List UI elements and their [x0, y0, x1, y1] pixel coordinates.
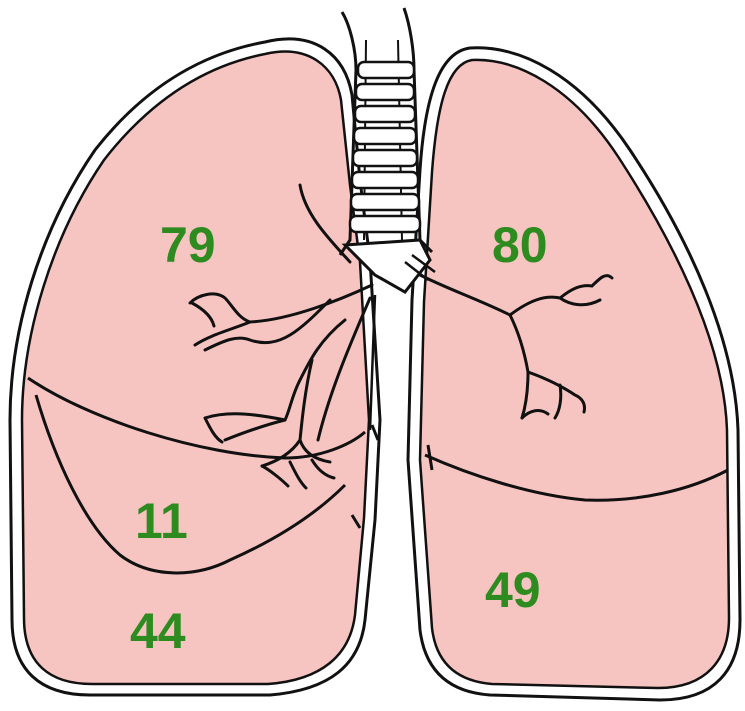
left-upper-lobe-label: 80: [492, 217, 548, 273]
left-lung: [408, 48, 740, 700]
right-lung-body: [22, 52, 369, 684]
right-lower-lobe-label: 44: [130, 603, 186, 659]
right-lung: [10, 39, 380, 695]
left-lung-body: [420, 60, 729, 688]
right-middle-lobe-label: 11: [135, 493, 188, 549]
left-lower-lobe-label: 49: [485, 562, 541, 618]
trachea-rings: [350, 62, 420, 232]
right-upper-lobe-label: 79: [160, 217, 216, 273]
